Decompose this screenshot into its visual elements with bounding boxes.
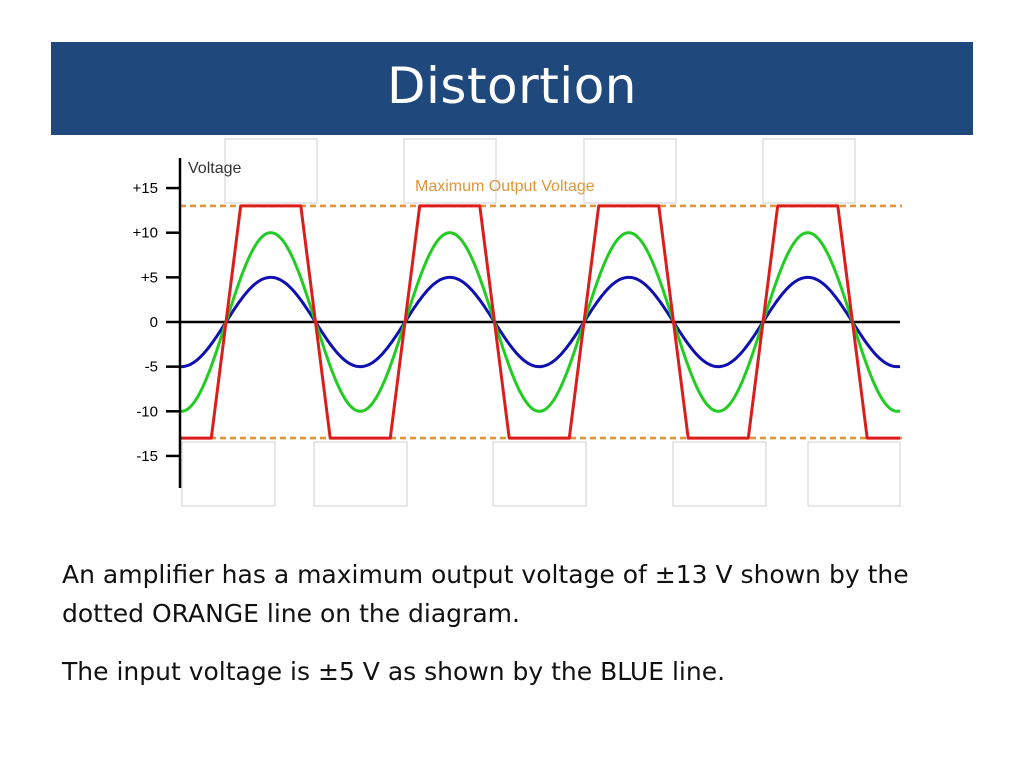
title-bar: Distortion bbox=[51, 42, 973, 135]
placeholder-box bbox=[492, 441, 587, 507]
placeholder-box bbox=[762, 138, 856, 204]
y-tick-label: -15 bbox=[136, 448, 158, 465]
y-axis-label: Voltage bbox=[188, 160, 241, 177]
y-tick-label: -5 bbox=[145, 359, 158, 376]
placeholder-box bbox=[807, 441, 901, 507]
paragraph-max-output: An amplifier has a maximum output voltag… bbox=[62, 560, 909, 628]
placeholder-box bbox=[672, 441, 767, 507]
chart-title: Maximum Output Voltage bbox=[415, 178, 595, 195]
y-tick-label: +5 bbox=[141, 269, 158, 286]
placeholder-box bbox=[181, 441, 276, 507]
placeholder-box bbox=[224, 138, 318, 204]
y-tick-label: +15 bbox=[133, 180, 158, 197]
placeholder-box bbox=[403, 138, 497, 204]
y-tick-label: -10 bbox=[136, 403, 158, 420]
slide-title: Distortion bbox=[387, 56, 637, 115]
series-line-input bbox=[179, 275, 901, 369]
series-line-clipped bbox=[180, 204, 900, 440]
placeholder-box bbox=[583, 138, 677, 204]
y-tick-label: 0 bbox=[150, 314, 158, 331]
placeholder-box bbox=[313, 441, 408, 507]
series-line-amplified bbox=[179, 231, 901, 413]
y-tick-label: +10 bbox=[133, 225, 158, 242]
paragraph-input-voltage: The input voltage is ±5 V as shown by th… bbox=[62, 657, 726, 686]
